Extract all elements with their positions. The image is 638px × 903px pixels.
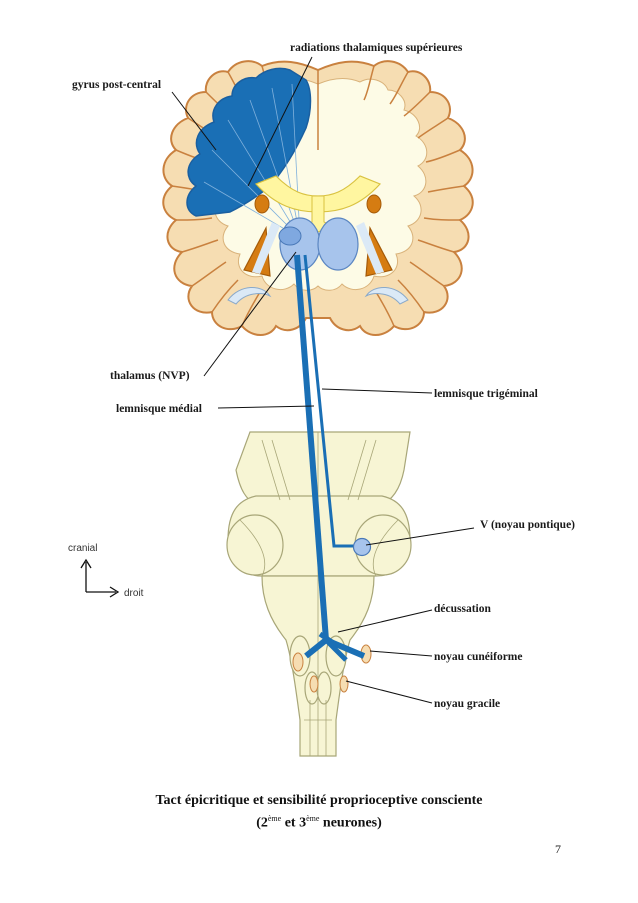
figure-caption: Tact épicritique et sensibilité proprioc… bbox=[0, 792, 638, 833]
page-number: 7 bbox=[555, 842, 561, 856]
trigeminal-lemniscus-path bbox=[303, 254, 360, 548]
orientation-indicator: cranial droit bbox=[68, 543, 144, 599]
arrowhead-right-icon bbox=[109, 586, 120, 598]
brainstem bbox=[226, 431, 412, 757]
decussation-arm-lower bbox=[324, 638, 348, 662]
gracile-tubercle-right bbox=[316, 671, 332, 705]
caudate-left bbox=[254, 194, 270, 214]
label-thalamus: thalamus (NVP) bbox=[110, 370, 190, 382]
brain-coronal-section bbox=[162, 60, 474, 336]
gracile-nucleus-left bbox=[309, 675, 319, 693]
caudate-right bbox=[366, 194, 382, 214]
hippocampus-left bbox=[227, 287, 272, 305]
label-noyau-cuneiforme: noyau cunéiforme bbox=[434, 651, 522, 663]
internal-capsule-left bbox=[252, 222, 280, 274]
caption-line1: Tact épicritique et sensibilité proprioc… bbox=[155, 793, 483, 808]
cerebellar-peduncle-left bbox=[226, 514, 284, 576]
label-decussation: décussation bbox=[434, 603, 491, 615]
decussation-cross bbox=[318, 631, 340, 649]
decussation-arm-left bbox=[304, 637, 328, 659]
medial-lemniscus-path bbox=[294, 254, 329, 641]
gracile-nucleus-right bbox=[339, 675, 349, 693]
label-gyrus: gyrus post-central bbox=[72, 79, 161, 91]
brainstem-detail-lines bbox=[239, 432, 399, 756]
label-lemnisque-medial: lemnisque médial bbox=[116, 403, 202, 415]
label-noyau-gracile: noyau gracile bbox=[434, 698, 500, 710]
label-noyau-pontique: V (noyau pontique) bbox=[480, 519, 575, 531]
arrowhead-up-icon bbox=[80, 558, 92, 569]
hippocampus-right bbox=[364, 287, 409, 305]
radiation-fibers bbox=[203, 83, 301, 239]
leader-lines bbox=[171, 56, 475, 704]
sensory-pathways bbox=[294, 254, 366, 662]
label-lemnisque-trigeminal: lemnisque trigéminal bbox=[434, 388, 538, 400]
thalamus-right bbox=[317, 217, 359, 271]
caption-line2: (2ème et 3ème neurones) bbox=[256, 814, 382, 831]
internal-capsule-right bbox=[356, 222, 384, 274]
label-cranial: cranial bbox=[68, 543, 97, 554]
thalamus-nvp bbox=[278, 226, 302, 246]
cuneate-nucleus-left bbox=[292, 652, 304, 672]
label-droit: droit bbox=[124, 588, 144, 599]
post-central-gyrus bbox=[186, 67, 312, 217]
label-radiations: radiations thalamiques supérieures bbox=[290, 42, 463, 54]
lateral-ventricles bbox=[254, 175, 382, 213]
trigeminal-pontine-nucleus bbox=[352, 537, 372, 557]
